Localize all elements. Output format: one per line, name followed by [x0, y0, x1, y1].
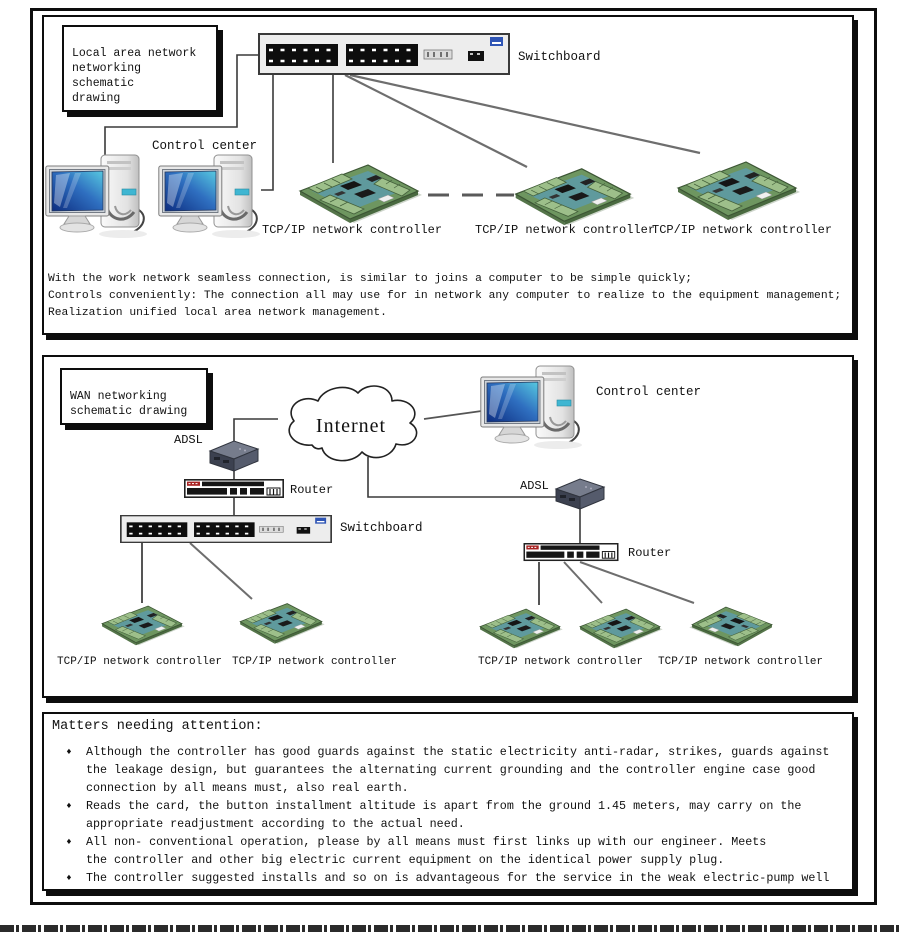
attention-item: ♦ All non- conventional operation, pleas… [52, 833, 840, 869]
tcpip-controller-label: TCP/IP network controller [232, 656, 398, 668]
control-center-label: Control center [152, 139, 258, 153]
tcpip-controller-board [688, 597, 776, 655]
lan-note-line: Controls conveniently: The connection al… [48, 290, 842, 302]
adsl-label: ADSL [174, 433, 203, 447]
attention-item: ♦ Although the controller has good guard… [52, 743, 840, 797]
document-border: Local area network networking schematic … [30, 8, 877, 905]
router-device [522, 543, 620, 562]
switchboard-device [120, 515, 332, 543]
bullet-icon: ♦ [66, 873, 72, 883]
attention-item-text: Reads the card, the button installment a… [86, 799, 802, 831]
wan-panel: WAN networking schematic drawing Interne… [42, 355, 854, 698]
control-center-computer [480, 365, 588, 451]
lan-notes: With the work network seamless connectio… [48, 271, 846, 322]
tcpip-controller-board [508, 162, 638, 230]
lan-title: Local area network networking schematic … [72, 47, 197, 105]
tcpip-controller-board [576, 600, 664, 656]
tcpip-controller-label: TCP/IP network controller [652, 223, 833, 237]
tcpip-controller-board [476, 600, 564, 656]
attention-item-text: All non- conventional operation, please … [86, 835, 767, 867]
router-label: Router [290, 483, 334, 497]
switchboard-device [258, 33, 510, 75]
adsl-modem [554, 475, 606, 511]
tcpip-controller-board [293, 158, 425, 228]
attention-title: Matters needing attention: [52, 719, 263, 734]
tcpip-controller-board [236, 595, 326, 651]
switchboard-label: Switchboard [340, 521, 423, 535]
lan-note-line: Realization unified local area network m… [48, 307, 387, 319]
tcpip-controller-board [98, 597, 186, 653]
lan-connection-lines [104, 54, 701, 197]
router-device [184, 479, 284, 499]
attention-item: ♦ The controller suggested installs and … [52, 869, 840, 887]
bullet-icon: ♦ [66, 837, 72, 847]
attention-item-text: Although the controller has good guards … [86, 745, 830, 795]
control-center-computer [158, 154, 266, 240]
internet-cloud: Internet [288, 385, 418, 462]
lan-panel: Local area network networking schematic … [42, 15, 854, 335]
tcpip-controller-label: TCP/IP network controller [478, 656, 644, 668]
wan-connection-lines [141, 408, 695, 605]
page-bottom-decoration [0, 925, 900, 932]
wan-title: WAN networking schematic drawing [70, 390, 188, 418]
tcpip-controller-label: TCP/IP network controller [475, 223, 656, 237]
tcpip-controller-label: TCP/IP network controller [658, 656, 824, 668]
attention-item-text: The controller suggested installs and so… [86, 871, 830, 885]
control-center-computer [45, 154, 153, 240]
attention-list: ♦ Although the controller has good guard… [52, 743, 840, 887]
switchboard-label: Switchboard [518, 50, 601, 64]
internet-label: Internet [316, 415, 386, 437]
attention-item: ♦ Reads the card, the button installment… [52, 797, 840, 833]
wan-title-box: WAN networking schematic drawing [60, 368, 208, 425]
router-label: Router [628, 546, 672, 560]
tcpip-controller-label: TCP/IP network controller [57, 656, 223, 668]
lan-title-box: Local area network networking schematic … [62, 25, 218, 112]
bullet-icon: ♦ [66, 801, 72, 811]
adsl-modem [208, 437, 260, 473]
adsl-label: ADSL [520, 479, 549, 493]
bullet-icon: ♦ [66, 747, 72, 757]
control-center-label: Control center [596, 385, 702, 399]
tcpip-controller-board [670, 155, 804, 225]
attention-panel: Matters needing attention: ♦ Although th… [42, 712, 854, 891]
tcpip-controller-label: TCP/IP network controller [262, 223, 443, 237]
lan-note-line: With the work network seamless connectio… [48, 273, 693, 285]
